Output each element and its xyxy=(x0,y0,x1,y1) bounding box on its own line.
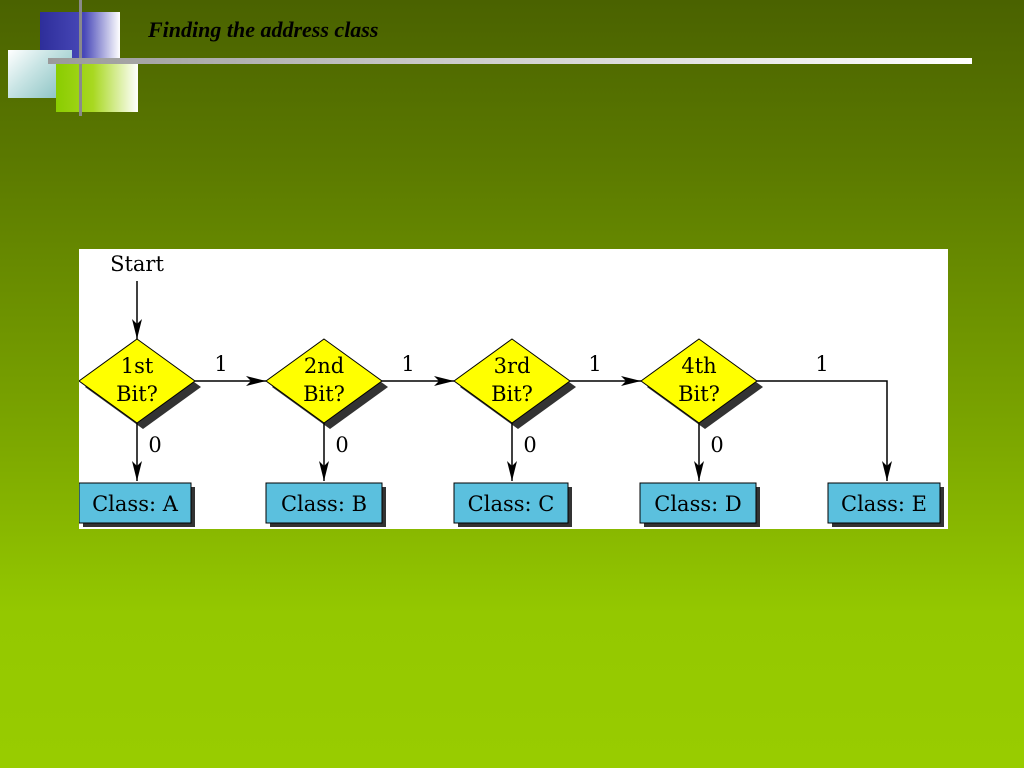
flowchart: Start 1st Bit? 2nd Bit? 3rd Bit? 4th Bit… xyxy=(79,252,944,527)
edge-4-to-d-label: 0 xyxy=(710,433,723,457)
start-label: Start xyxy=(110,252,164,276)
class-box-d: Class: D xyxy=(639,482,760,527)
decision-3-line2: Bit? xyxy=(491,382,533,406)
edge-2-to-3-label: 1 xyxy=(401,352,414,376)
class-box-c: Class: C xyxy=(453,482,572,527)
class-box-a-label: Class: A xyxy=(92,492,179,516)
title-rule xyxy=(48,58,972,64)
class-box-a: Class: A xyxy=(79,482,195,527)
class-box-b: Class: B xyxy=(265,482,386,527)
class-box-e: Class: E xyxy=(827,482,944,527)
decision-2-line2: Bit? xyxy=(303,382,345,406)
edge-1-to-2-label: 1 xyxy=(214,352,227,376)
edge-4-to-e xyxy=(757,380,892,481)
class-box-e-label: Class: E xyxy=(841,492,927,516)
decision-1st-bit: 1st Bit? xyxy=(79,338,201,429)
edge-1-to-a-label: 0 xyxy=(148,433,161,457)
decision-4-line2: Bit? xyxy=(678,382,720,406)
class-box-c-label: Class: C xyxy=(468,492,555,516)
decision-4th-bit: 4th Bit? xyxy=(640,338,763,429)
edge-3-to-4-label: 1 xyxy=(588,352,601,376)
decision-4-line1: 4th xyxy=(681,354,716,378)
class-box-b-label: Class: B xyxy=(281,492,367,516)
decision-2nd-bit: 2nd Bit? xyxy=(265,338,388,429)
decision-3-line1: 3rd xyxy=(494,354,531,378)
edge-3-to-c-label: 0 xyxy=(523,433,536,457)
deco-square-green xyxy=(56,62,138,112)
slide-title: Finding the address class xyxy=(148,17,379,42)
flowchart-panel: Start 1st Bit? 2nd Bit? 3rd Bit? 4th Bit… xyxy=(79,249,948,529)
edge-4-to-e-label: 1 xyxy=(815,352,828,376)
edge-2-to-b-label: 0 xyxy=(335,433,348,457)
decision-1-line2: Bit? xyxy=(116,382,158,406)
class-box-d-label: Class: D xyxy=(654,492,741,516)
decision-2-line1: 2nd xyxy=(304,354,344,378)
decision-3rd-bit: 3rd Bit? xyxy=(453,338,576,429)
decision-1-line1: 1st xyxy=(121,354,154,378)
